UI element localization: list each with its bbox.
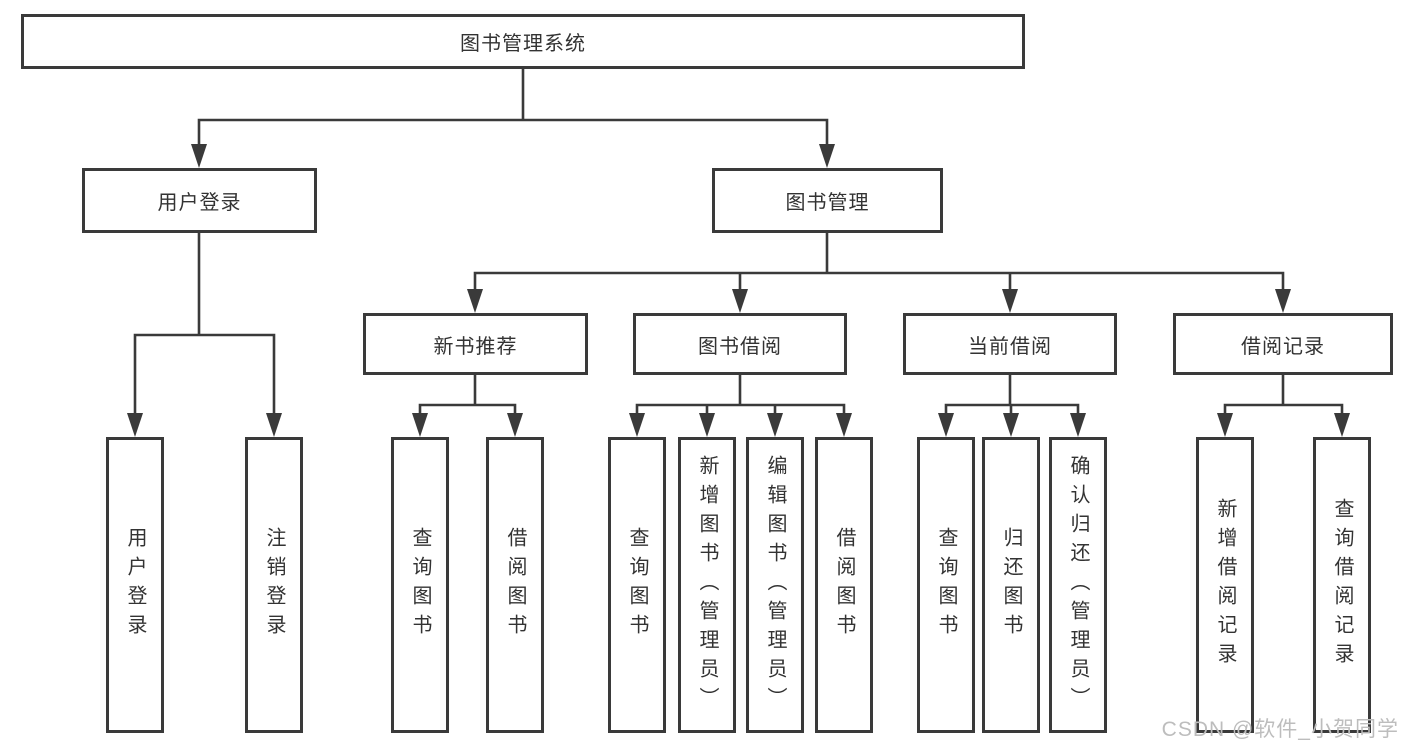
leaf-label: 借阅图书	[833, 527, 855, 643]
arrowhead	[1275, 289, 1291, 313]
arrowhead	[836, 413, 852, 437]
leaf-br-query-record: 查询借阅记录	[1313, 437, 1371, 733]
arrowhead	[412, 413, 428, 437]
leaf-label: 查询图书	[626, 527, 648, 643]
arrowhead	[1003, 413, 1019, 437]
arrowhead	[819, 144, 835, 168]
node-book-management: 图书管理	[712, 168, 943, 233]
arrowhead	[767, 413, 783, 437]
arrowhead	[938, 413, 954, 437]
watermark: CSDN @软件_小贺同学	[1161, 718, 1399, 741]
leaf-label: 新增图书（管理员）	[696, 454, 718, 716]
connector-root-level2	[197, 67, 829, 148]
leaf-label: 编辑图书（管理员）	[764, 454, 786, 716]
arrowhead	[1217, 413, 1233, 437]
arrowhead	[191, 144, 207, 168]
node-user-login: 用户登录	[82, 168, 317, 233]
arrowhead	[629, 413, 645, 437]
leaf-label: 查询借阅记录	[1331, 498, 1353, 672]
leaf-logout-login: 注销登录	[245, 437, 303, 733]
arrowhead	[467, 289, 483, 313]
leaf-nbr-borrow-books: 借阅图书	[486, 437, 544, 733]
leaf-bb-edit-books-admin: 编辑图书（管理员）	[746, 437, 804, 733]
leaf-bb-query-books: 查询图书	[608, 437, 666, 733]
arrowhead	[1002, 289, 1018, 313]
leaf-label: 查询图书	[409, 527, 431, 643]
arrowhead	[1334, 413, 1350, 437]
connector-book-mgmt-level3	[473, 231, 1285, 293]
connector-current-borrow-leaves	[944, 373, 1080, 417]
node-book-borrow: 图书借阅	[633, 313, 847, 375]
connector-user-login-leaves	[133, 231, 276, 417]
arrowhead	[699, 413, 715, 437]
node-borrow-records: 借阅记录	[1173, 313, 1393, 375]
leaf-bb-borrow-books: 借阅图书	[815, 437, 873, 733]
leaf-label: 归还图书	[1000, 527, 1022, 643]
leaf-nbr-query-books: 查询图书	[391, 437, 449, 733]
node-current-borrow: 当前借阅	[903, 313, 1117, 375]
leaf-cb-confirm-return-admin: 确认归还（管理员）	[1049, 437, 1107, 733]
arrowhead	[507, 413, 523, 437]
connector-book-borrow-leaves	[635, 373, 846, 417]
leaf-label: 借阅图书	[504, 527, 526, 643]
leaf-label: 新增借阅记录	[1214, 498, 1236, 672]
leaf-user-login: 用户登录	[106, 437, 164, 733]
leaf-br-add-record: 新增借阅记录	[1196, 437, 1254, 733]
leaf-bb-add-books-admin: 新增图书（管理员）	[678, 437, 736, 733]
leaf-label: 注销登录	[263, 527, 285, 643]
arrowhead	[127, 413, 143, 437]
arrowhead	[266, 413, 282, 437]
arrowhead	[1070, 413, 1086, 437]
leaf-cb-query-books: 查询图书	[917, 437, 975, 733]
leaf-label: 查询图书	[935, 527, 957, 643]
connector-new-book-rec-leaves	[418, 373, 517, 417]
arrowhead	[732, 289, 748, 313]
leaf-cb-return-books: 归还图书	[982, 437, 1040, 733]
node-new-book-recommend: 新书推荐	[363, 313, 588, 375]
connector-borrow-record-leaves	[1223, 373, 1344, 417]
leaf-label: 确认归还（管理员）	[1067, 454, 1089, 716]
leaf-label: 用户登录	[124, 527, 146, 643]
node-root: 图书管理系统	[21, 14, 1025, 69]
